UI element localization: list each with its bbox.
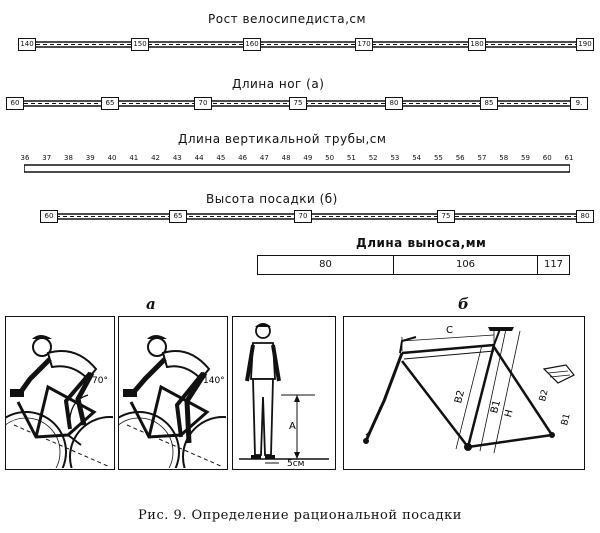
tube-tick: 49	[303, 154, 313, 162]
tube-tick: 60	[542, 154, 552, 162]
tube-tick: 41	[129, 154, 139, 162]
height-tick: 150	[131, 38, 149, 51]
stem-cell: 106	[394, 256, 538, 274]
dim-a-label: А	[289, 421, 296, 432]
saddle-tick: 60	[40, 210, 58, 223]
stem-length-bar: 80 106 117	[257, 255, 570, 275]
leg-tick: 70	[194, 97, 212, 110]
panel-cyclist-140: 140°	[98, 316, 264, 498]
tube-tick: 36	[20, 154, 30, 162]
leg-tick: 9.	[570, 97, 588, 110]
tube-tick: 43	[172, 154, 182, 162]
tube-tick: 46	[238, 154, 248, 162]
tube-scale-label: Длина вертикальной трубы,см	[178, 132, 387, 146]
leg-tick: 80	[385, 97, 403, 110]
leg-scale-label: Длина ног (а)	[232, 77, 325, 91]
tube-tick: 52	[368, 154, 378, 162]
stem-cell: 80	[258, 256, 394, 274]
leg-scale: 60 65 70 75 80 85 9.	[6, 97, 588, 110]
leg-tick: 65	[101, 97, 119, 110]
tube-scale: 36 37 38 39 40 41 42 43 44 45 46 47 48 49 50 51 52 53 54 55…	[21, 154, 573, 174]
figure-caption: Рис. 9. Определение рациональной посадки	[138, 508, 462, 523]
saddle-tick: 75	[437, 210, 455, 223]
tube-tick: 51	[346, 154, 356, 162]
dim-b2-small-label: В2	[538, 389, 551, 403]
panel-bike-frame: С В2 В1 Н В2 В1	[343, 316, 585, 470]
tube-tick: 38	[64, 154, 73, 162]
tube-tick: 48	[281, 154, 291, 162]
tube-tick: 44	[194, 154, 204, 162]
height-tick: 140	[18, 38, 36, 51]
height-tick: 170	[355, 38, 373, 51]
dim-c-label: С	[446, 325, 453, 336]
tube-tick: 56	[455, 154, 465, 162]
saddle-tick: 80	[576, 210, 594, 223]
saddle-tick: 70	[294, 210, 312, 223]
tube-tick: 42	[151, 154, 161, 162]
tube-scale-bar	[24, 164, 570, 173]
tube-tick: 55	[433, 154, 443, 162]
tube-tick: 54	[412, 154, 422, 162]
saddle-scale-bar	[42, 213, 588, 220]
stem-label: Длина выноса,мм	[356, 236, 487, 250]
cyclist-drawing-2: 140°	[98, 335, 264, 498]
panel-cyclist-70: 70°	[0, 316, 151, 498]
tube-tick: 59	[521, 154, 530, 162]
tube-tick: 47	[259, 154, 269, 162]
dim-b2-label: В2	[453, 389, 467, 405]
tube-tick: 50	[325, 154, 335, 162]
tube-tick: 39	[85, 154, 95, 162]
tube-tick: 45	[216, 154, 226, 162]
stem-cell: 117	[543, 259, 564, 270]
height-scale-label: Рост велосипедиста,см	[208, 12, 367, 26]
saddle-tick: 65	[169, 210, 187, 223]
dim-b1-small-label: В1	[560, 413, 573, 427]
height-tick: 190	[576, 38, 594, 51]
leg-tick: 75	[289, 97, 307, 110]
leg-tick: 85	[480, 97, 498, 110]
tube-tick: 40	[107, 154, 117, 162]
panel-a-letter: а	[146, 295, 156, 313]
tube-tick: 61	[564, 154, 574, 162]
height-scale: 140 150 160 170 180 190	[18, 38, 594, 51]
bike-frame-drawing: С В2 В1 Н В2 В1	[363, 325, 575, 454]
height-scale-bar	[22, 41, 590, 48]
height-tick: 180	[468, 38, 486, 51]
dim-h-label: Н	[503, 409, 515, 419]
tube-tick: 57	[477, 154, 487, 162]
panel-standing-person: А 5см	[232, 316, 336, 470]
angle-70-label: 70°	[92, 376, 108, 386]
saddle-scale: 60 65 70 75 80	[40, 210, 594, 223]
dim-5cm-label: 5см	[287, 459, 304, 468]
standing-person-drawing: А 5см	[239, 323, 329, 469]
tube-tick: 53	[390, 154, 400, 162]
panel-b-letter: б	[458, 295, 469, 313]
height-tick: 160	[243, 38, 261, 51]
tube-tick: 58	[499, 154, 509, 162]
tube-tick: 37	[42, 154, 52, 162]
leg-tick: 60	[6, 97, 24, 110]
dim-b1-label: В1	[489, 399, 503, 415]
cyclist-drawing-1: 70°	[0, 335, 151, 498]
angle-140-label: 140°	[203, 376, 225, 386]
saddle-scale-label: Высота посадки (б)	[206, 192, 338, 206]
